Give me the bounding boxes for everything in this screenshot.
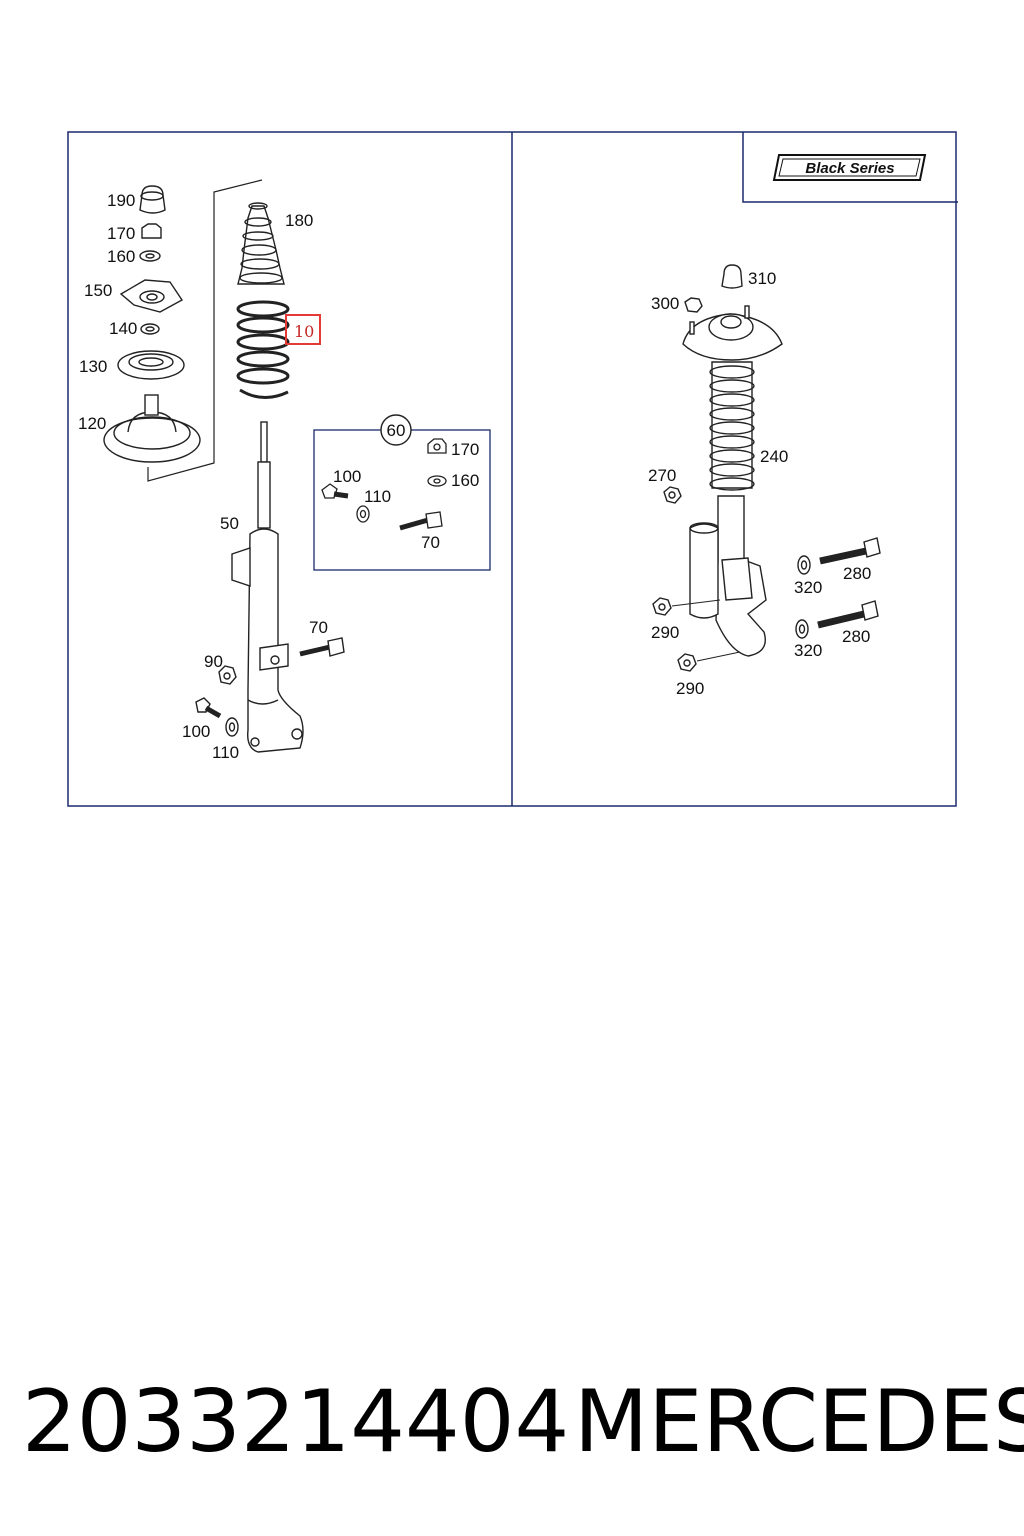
label-70: 70 (309, 618, 328, 637)
front-strut-assembly (103, 179, 345, 753)
label-50: 50 (220, 514, 239, 533)
badge-text: Black Series (805, 160, 894, 177)
label-140: 140 (109, 319, 137, 338)
label-130: 130 (79, 357, 107, 376)
part-number: 2033214404 (22, 1372, 570, 1472)
label-290-upper: 290 (651, 623, 679, 642)
label-160: 160 (107, 247, 135, 266)
label-110: 110 (212, 743, 239, 762)
label-240: 240 (760, 447, 788, 466)
kit-label-100: 100 (333, 467, 361, 486)
label-10: 10 (294, 322, 314, 341)
kit-number: 60 (387, 421, 406, 440)
front-labels: 190 170 160 150 140 130 120 180 10 50 70… (78, 191, 328, 762)
brand-name: MERCEDES (574, 1372, 1024, 1472)
kit-label-170: 170 (451, 440, 479, 459)
label-310: 310 (748, 269, 776, 288)
label-190: 190 (107, 191, 135, 210)
kit-60: 60 170 160 100 110 70 (313, 414, 491, 571)
product-caption: 2033214404 MERCEDES (0, 1372, 1024, 1472)
label-180: 180 (285, 211, 313, 230)
label-270: 270 (648, 466, 676, 485)
kit-label-160: 160 (451, 471, 479, 490)
label-320-upper: 320 (794, 578, 822, 597)
label-320-lower: 320 (794, 641, 822, 660)
rear-labels: 310 300 240 270 320 280 290 320 280 290 (648, 269, 871, 698)
rear-strut-assembly (652, 264, 881, 672)
label-290-lower: 290 (676, 679, 704, 698)
label-150: 150 (84, 281, 112, 300)
label-90: 90 (204, 652, 223, 671)
label-280-upper: 280 (843, 564, 871, 583)
label-100: 100 (182, 722, 210, 741)
black-series-badge: Black Series (772, 154, 927, 181)
parts-diagram: Black Series (67, 131, 958, 807)
label-300: 300 (651, 294, 679, 313)
label-170: 170 (107, 224, 135, 243)
badge-box (742, 132, 958, 203)
kit-label-110: 110 (364, 487, 391, 506)
kit-label-70: 70 (421, 533, 440, 552)
label-280-lower: 280 (842, 627, 870, 646)
label-120: 120 (78, 414, 106, 433)
highlight-box (285, 314, 321, 345)
